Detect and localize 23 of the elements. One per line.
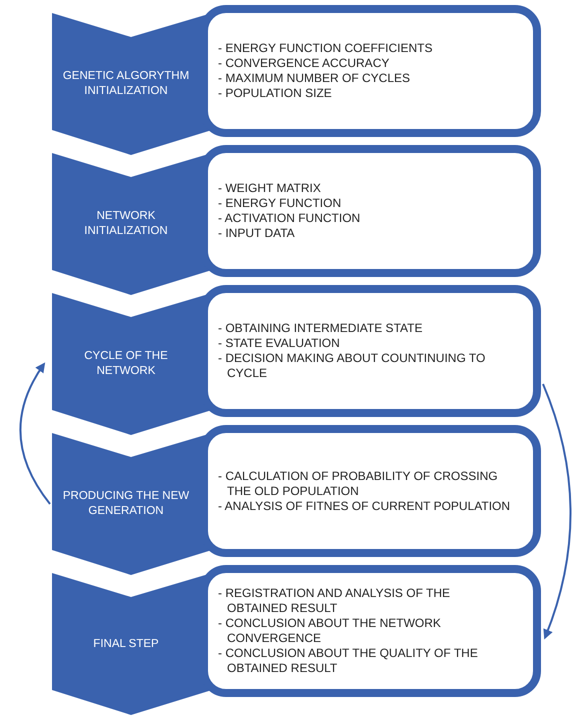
list-item: - ANALYSIS OF FITNES OF CURRENT POPULATION	[218, 498, 512, 514]
list-item: - MAXIMUM NUMBER OF CYCLES	[218, 71, 412, 86]
list-item: - POPULATION SIZE	[218, 86, 333, 101]
step-title: PRODUCING THE NEW GENERATION	[62, 489, 190, 519]
list-item: - CONCLUSION ABOUT THE QUALITY OF THE OBTAINED RESULT	[218, 646, 479, 676]
list-item: - DECISION MAKING ABOUT COUNTINUING TO CYCLE	[218, 351, 486, 381]
list-item: - CONVERGENCE ACCURACY	[218, 56, 390, 71]
list-item: - CALCULATION OF PROBABILITY OF CROSSING THE OLD POPULATION	[218, 468, 499, 498]
curved-arrow	[542, 384, 572, 640]
list-item: - ENERGY FUNCTION	[218, 196, 342, 211]
step-title: NETWORK INITIALIZATION	[83, 209, 169, 239]
list-item: - OBTAINING INTERMEDIATE STATE	[218, 321, 424, 336]
list-item: - CONCLUSION ABOUT THE NETWORK CONVERGENCE	[218, 616, 442, 646]
step-title: GENETIC ALGORYTHM INITIALIZATION	[62, 69, 190, 99]
step-title: CYCLE OF THE NETWORK	[83, 349, 169, 379]
curved-arrow	[20, 362, 51, 505]
list-item: - INPUT DATA	[218, 226, 296, 241]
list-item: - ENERGY FUNCTION COEFFICIENTS	[218, 41, 434, 56]
list-item: - ACTIVATION FUNCTION	[218, 211, 362, 226]
step-title: FINAL STEP	[93, 636, 159, 652]
list-item: - WEIGHT MATRIX	[218, 181, 322, 196]
list-item: - STATE EVALUATION	[218, 336, 341, 351]
list-item: - REGISTRATION AND ANALYSIS OF THE OBTAINED RESULT	[218, 586, 452, 616]
